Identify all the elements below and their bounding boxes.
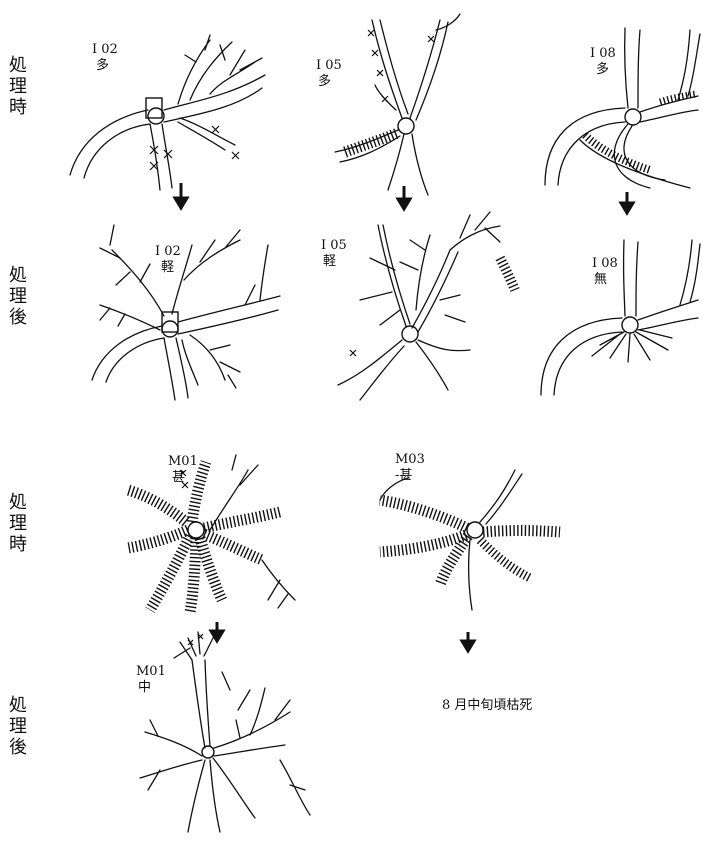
i08-after-drawing: [541, 240, 700, 395]
i05-after-drawing: [338, 212, 515, 400]
i05-before-drawing: [335, 14, 460, 195]
i02-before-drawing: [70, 35, 265, 190]
i02-after-drawing: [92, 225, 280, 400]
down-arrow-icon: [175, 183, 187, 208]
m01-after-drawing: [140, 622, 310, 832]
m01-before-drawing: [128, 455, 295, 612]
down-arrow-icon: [462, 632, 474, 651]
i08-before-drawing: [545, 28, 700, 188]
m03-before-drawing: [380, 470, 560, 610]
down-arrow-icon: [398, 186, 410, 209]
down-arrow-icon: [621, 192, 633, 213]
